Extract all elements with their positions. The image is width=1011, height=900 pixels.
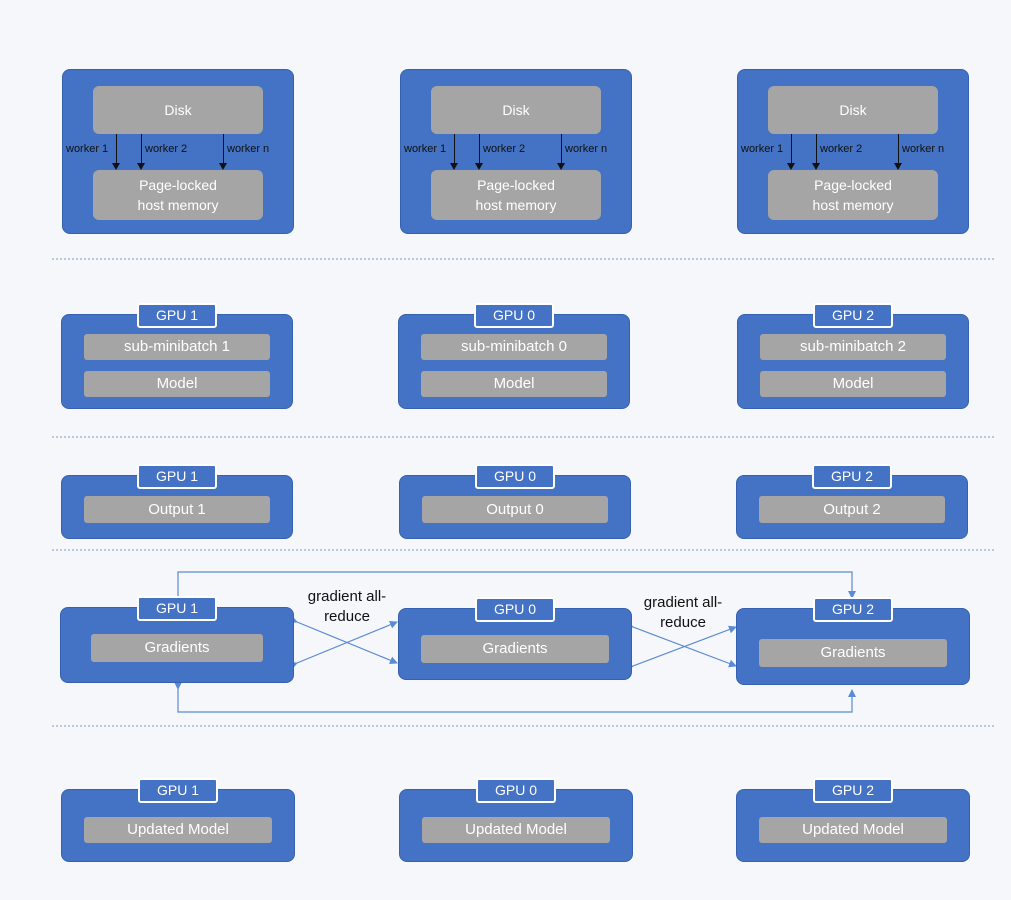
host-node-1: Disk worker 1 worker 2 worker n Page-loc… (62, 69, 294, 234)
worker-label: worker 1 (404, 143, 447, 155)
memory-label-line1: Page-locked (814, 177, 892, 193)
gpu-node-stage2: GPU 2 sub-minibatch 2 Model (737, 303, 969, 409)
allreduce-bottom-link (174, 682, 856, 713)
gpu-node-stage3: GPU 1 Output 1 (61, 464, 293, 539)
worker-label: worker 1 (741, 143, 784, 155)
gradients-box: Gradients (91, 634, 263, 662)
worker-label: worker n (565, 143, 608, 155)
host-node-0: Disk worker 1 worker 2 worker n Page-loc… (400, 69, 632, 234)
allreduce-label-line1: gradient all- (643, 594, 723, 611)
model-box: Model (84, 371, 270, 397)
gpu-node-stage4: GPU 2 Gradients (736, 597, 970, 685)
memory-label-line2: host memory (137, 197, 219, 213)
worker-arrow (557, 134, 565, 170)
gpu-node-stage2: GPU 0 sub-minibatch 0 Model (398, 303, 630, 409)
sub-minibatch-box: sub-minibatch 0 (421, 334, 607, 360)
output-box: Output 1 (84, 496, 270, 523)
gpu-label: GPU 2 (813, 778, 893, 803)
disk-box: Disk (93, 86, 263, 134)
allreduce-cross-link (625, 625, 737, 673)
gpu-label: GPU 2 (812, 464, 892, 489)
allreduce-label-left: gradient all- reduce (292, 587, 402, 627)
worker-label: worker 1 (66, 143, 109, 155)
worker-arrow (137, 134, 145, 170)
gpu-node-stage5: GPU 1 Updated Model (61, 778, 295, 862)
memory-label-line2: host memory (812, 197, 894, 213)
sub-minibatch-box: sub-minibatch 1 (84, 334, 270, 360)
gpu-label: GPU 1 (138, 778, 218, 803)
gpu-node-stage5: GPU 2 Updated Model (736, 778, 970, 862)
allreduce-label-line2: reduce (660, 614, 706, 631)
stage-separator (52, 725, 994, 727)
gpu-node-stage4: GPU 1 Gradients (60, 596, 294, 683)
page-locked-memory-box: Page-locked host memory (431, 170, 601, 220)
worker-arrow (475, 134, 483, 170)
disk-box: Disk (431, 86, 601, 134)
memory-label-line1: Page-locked (477, 177, 555, 193)
updated-model-box: Updated Model (759, 817, 947, 843)
gpu-label: GPU 0 (474, 303, 554, 328)
output-box: Output 2 (759, 496, 945, 523)
worker-label: worker 2 (483, 143, 526, 155)
gpu-label: GPU 0 (476, 778, 556, 803)
host-node-2: Disk worker 1 worker 2 worker n Page-loc… (737, 69, 969, 234)
stage-separator (52, 258, 994, 260)
stage-separator (52, 549, 994, 551)
worker-arrow (219, 134, 227, 170)
gpu-node-stage5: GPU 0 Updated Model (399, 778, 633, 862)
memory-label-line1: Page-locked (139, 177, 217, 193)
allreduce-label-line1: gradient all- (307, 588, 387, 605)
page-locked-memory-box: Page-locked host memory (93, 170, 263, 220)
worker-arrow (812, 134, 820, 170)
allreduce-top-link (174, 571, 856, 607)
worker-label: worker n (227, 143, 270, 155)
stage-separator (52, 436, 994, 438)
gpu-label: GPU 1 (137, 596, 217, 621)
gradients-box: Gradients (759, 639, 947, 667)
worker-arrow (112, 134, 120, 170)
allreduce-cross-link (289, 620, 398, 670)
gpu-label: GPU 0 (475, 464, 555, 489)
updated-model-box: Updated Model (84, 817, 272, 843)
page-locked-memory-box: Page-locked host memory (768, 170, 938, 220)
model-box: Model (421, 371, 607, 397)
worker-arrow (787, 134, 795, 170)
updated-model-box: Updated Model (422, 817, 610, 843)
gpu-label: GPU 2 (813, 597, 893, 622)
worker-label: worker 2 (820, 143, 863, 155)
worker-label: worker 2 (145, 143, 188, 155)
sub-minibatch-box: sub-minibatch 2 (760, 334, 946, 360)
gpu-node-stage3: GPU 2 Output 2 (736, 464, 968, 539)
worker-label: worker n (902, 143, 945, 155)
gpu-node-stage3: GPU 0 Output 0 (399, 464, 631, 539)
gradients-box: Gradients (421, 635, 609, 663)
output-box: Output 0 (422, 496, 608, 523)
gpu-node-stage2: GPU 1 sub-minibatch 1 Model (61, 303, 293, 409)
gpu-label: GPU 2 (813, 303, 893, 328)
memory-label-line2: host memory (475, 197, 557, 213)
gpu-label: GPU 1 (137, 464, 217, 489)
worker-arrow (894, 134, 902, 170)
gpu-label: GPU 1 (137, 303, 217, 328)
allreduce-label-line2: reduce (324, 608, 370, 625)
gpu-label: GPU 0 (475, 597, 555, 622)
model-box: Model (760, 371, 946, 397)
allreduce-label-right: gradient all- reduce (628, 593, 738, 633)
disk-box: Disk (768, 86, 938, 134)
worker-arrow (450, 134, 458, 170)
gpu-node-stage4: GPU 0 Gradients (398, 597, 632, 680)
